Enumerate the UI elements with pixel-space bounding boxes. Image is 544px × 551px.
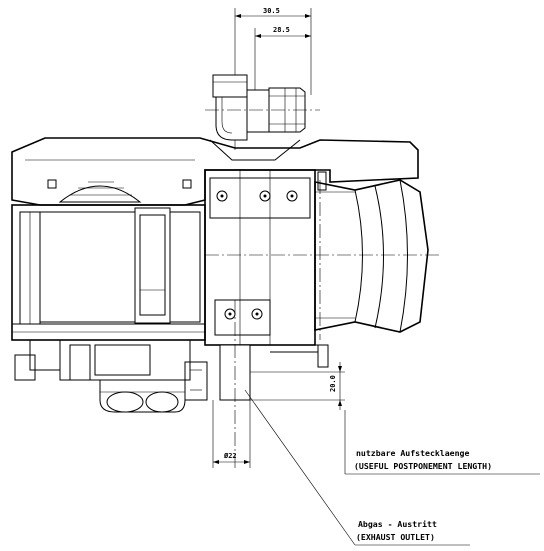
label-useful-length-de: nutzbare Aufstecklaenge xyxy=(356,448,469,458)
annotations: nutzbare Aufstecklaenge (USEFUL POSTPONE… xyxy=(244,389,540,546)
label-useful-length-en: (USEFUL POSTPONEMENT LENGTH) xyxy=(354,461,492,471)
burner-section xyxy=(204,169,440,368)
dim-top-outer: 30.5 xyxy=(263,7,280,15)
exhaust-pipe: 20.0 Ø22 xyxy=(212,300,345,470)
dim-side-length: 20.0 xyxy=(329,375,337,392)
bottom-components xyxy=(14,339,208,413)
label-exhaust-de: Abgas - Austritt xyxy=(358,519,437,529)
water-connector xyxy=(205,74,320,161)
dim-top-inner: 28.5 xyxy=(273,26,290,34)
dim-diameter: Ø22 xyxy=(223,452,237,460)
label-exhaust-en: (EXHAUST OUTLET) xyxy=(356,532,435,542)
